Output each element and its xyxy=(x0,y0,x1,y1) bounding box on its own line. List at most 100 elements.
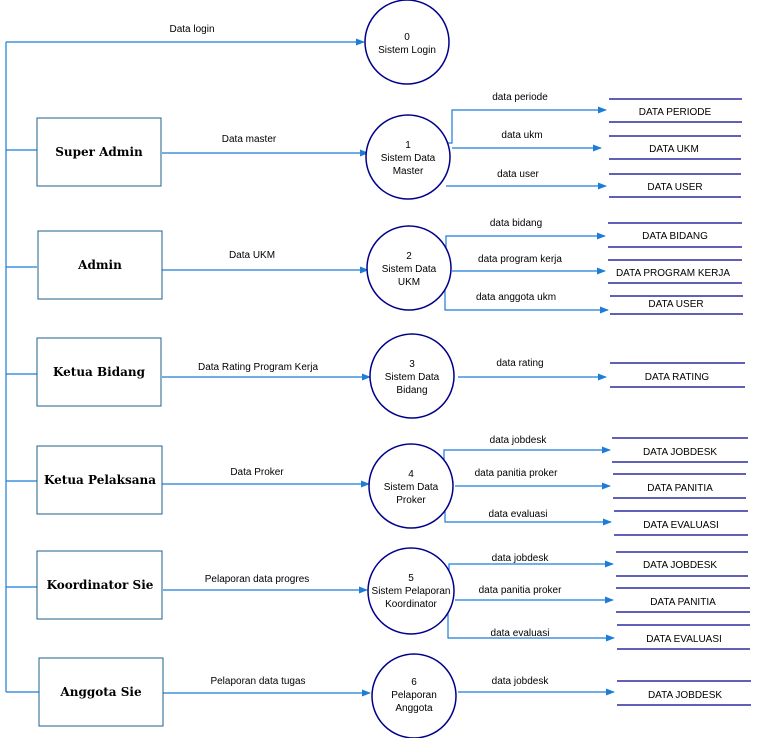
process-name-line-2: Master xyxy=(393,166,424,177)
flow-label-data-panitia-4: data panitia proker xyxy=(475,468,559,479)
flow-label-tugas: Pelaporan data tugas xyxy=(210,676,305,687)
process-name-line-2: Koordinator xyxy=(385,599,437,610)
process-number: 5 xyxy=(408,573,414,584)
store-data-evaluasi-4: DATA EVALUASI xyxy=(614,510,748,536)
store-label: DATA USER xyxy=(648,299,703,310)
entity-label: Ketua Pelaksana xyxy=(44,473,156,487)
process-name-line-1: Sistem Data xyxy=(385,372,440,383)
entity-label: Anggota Sie xyxy=(59,685,142,699)
process-name-line-1: Sistem Data xyxy=(381,153,436,164)
store-data-panitia-5: DATA PANITIA xyxy=(616,587,750,613)
flow-label-proker: Data Proker xyxy=(230,467,284,478)
store-data-evaluasi-5: DATA EVALUASI xyxy=(617,624,750,650)
process-name-line-2: Bidang xyxy=(396,385,427,396)
store-data-user-1: DATA USER xyxy=(609,173,741,198)
process-name-line-1: Sistem Pelaporan xyxy=(372,586,451,597)
store-data-ukm: DATA UKM xyxy=(609,135,741,160)
store-label: DATA JOBDESK xyxy=(648,690,722,701)
entity-label: Admin xyxy=(77,258,122,272)
process-4-sistem-data-proker: 4 Sistem Data Proker xyxy=(368,443,454,529)
flow-arrow-data-evaluasi-5 xyxy=(447,612,615,642)
process-circle xyxy=(364,0,450,85)
flow-label-data-panitia-5: data panitia proker xyxy=(479,585,563,596)
entity-box xyxy=(36,550,163,620)
store-label: DATA USER xyxy=(647,182,702,193)
flow-label-data-rating: data rating xyxy=(496,358,543,369)
process-5-sistem-pelaporan-koordinator: 5 Sistem Pelaporan Koordinator xyxy=(367,547,455,635)
store-label: DATA PROGRAM KERJA xyxy=(616,268,730,279)
flow-label-data-jobdesk-6: data jobdesk xyxy=(492,676,550,687)
entities: Super Admin Admin Ketua Bidang Ketua Pel… xyxy=(36,117,164,727)
process-name-line-2: UKM xyxy=(398,277,420,288)
process-1-sistem-data-master: 1 Sistem Data Master xyxy=(365,114,451,200)
store-label: DATA JOBDESK xyxy=(643,447,717,458)
process-3-sistem-data-bidang: 3 Sistem Data Bidang xyxy=(369,333,455,419)
process-number: 2 xyxy=(406,251,412,262)
flow-label-progres: Pelaporan data progres xyxy=(205,574,310,585)
entity-box xyxy=(37,230,163,300)
process-circle xyxy=(368,443,454,529)
process-number: 3 xyxy=(409,359,415,370)
flow-arrow-data-periode xyxy=(448,106,607,144)
flow-label-ukm: Data UKM xyxy=(229,250,275,261)
trunk-stubs xyxy=(6,149,39,693)
flow-label-data-periode: data periode xyxy=(492,92,548,103)
store-data-periode: DATA PERIODE xyxy=(609,98,742,123)
entity-ketua-bidang: Ketua Bidang xyxy=(36,337,162,407)
flow-label-data-bidang: data bidang xyxy=(490,218,542,229)
store-label: DATA EVALUASI xyxy=(646,634,722,645)
flow-label-data-user-1: data user xyxy=(497,169,539,180)
processes: 0 Sistem Login 1 Sistem Data Master 2 Si… xyxy=(364,0,457,738)
entity-box xyxy=(36,337,162,407)
store-label: DATA UKM xyxy=(649,144,699,155)
process-circle xyxy=(366,225,452,311)
process-circle xyxy=(365,114,451,200)
store-data-rating: DATA RATING xyxy=(610,362,745,388)
store-data-jobdesk-4: DATA JOBDESK xyxy=(612,437,748,463)
store-data-program-kerja: DATA PROGRAM KERJA xyxy=(608,259,742,284)
process-number: 6 xyxy=(411,677,417,688)
output-flows: data periode data ukm data user data bid… xyxy=(443,92,615,696)
process-circle xyxy=(369,333,455,419)
flow-arrow-data-jobdesk-5 xyxy=(448,560,614,575)
entity-label: Ketua Bidang xyxy=(53,365,146,379)
store-data-jobdesk-6: DATA JOBDESK xyxy=(617,680,751,706)
process-number: 0 xyxy=(404,32,410,43)
store-label: DATA BIDANG xyxy=(642,231,708,242)
flow-label-data-evaluasi-4: data evaluasi xyxy=(489,509,548,520)
process-name-line-1: Sistem Login xyxy=(378,45,436,56)
flow-label-data-anggota-ukm: data anggota ukm xyxy=(476,292,556,303)
entity-label: Super Admin xyxy=(55,145,143,159)
entity-super-admin: Super Admin xyxy=(36,117,162,187)
entity-admin: Admin xyxy=(37,230,163,300)
process-circle xyxy=(367,547,455,635)
store-label: DATA PANITIA xyxy=(647,483,713,494)
store-label: DATA JOBDESK xyxy=(643,560,717,571)
store-label: DATA PANITIA xyxy=(650,597,716,608)
process-name-line-1: Pelaporan xyxy=(391,690,437,701)
store-label: DATA PERIODE xyxy=(639,107,712,118)
process-number: 1 xyxy=(405,140,411,151)
store-data-jobdesk-5: DATA JOBDESK xyxy=(616,551,748,577)
entity-ketua-pelaksana: Ketua Pelaksana xyxy=(36,445,163,515)
entity-koordinator-sie: Koordinator Sie xyxy=(36,550,163,620)
data-stores: DATA PERIODE DATA UKM DATA USER DATA BID… xyxy=(608,98,751,706)
flow-label-data-evaluasi-5: data evaluasi xyxy=(491,628,550,639)
process-name-line-1: Sistem Data xyxy=(382,264,437,275)
process-2-sistem-data-ukm: 2 Sistem Data UKM xyxy=(366,225,452,311)
entity-box xyxy=(36,117,162,187)
store-data-panitia-4: DATA PANITIA xyxy=(613,473,746,499)
process-circle xyxy=(371,653,457,738)
flow-label-master: Data master xyxy=(222,134,277,145)
process-6-pelaporan-anggota: 6 Pelaporan Anggota xyxy=(371,653,457,738)
store-label: DATA EVALUASI xyxy=(643,520,719,531)
process-name-line-2: Anggota xyxy=(395,703,433,714)
entity-label: Koordinator Sie xyxy=(47,578,154,592)
entity-anggota-sie: Anggota Sie xyxy=(38,657,164,727)
entity-box xyxy=(38,657,164,727)
flow-label-login: Data login xyxy=(169,24,214,35)
store-data-bidang: DATA BIDANG xyxy=(608,222,742,248)
store-data-user-2: DATA USER xyxy=(610,295,743,315)
process-number: 4 xyxy=(408,469,414,480)
